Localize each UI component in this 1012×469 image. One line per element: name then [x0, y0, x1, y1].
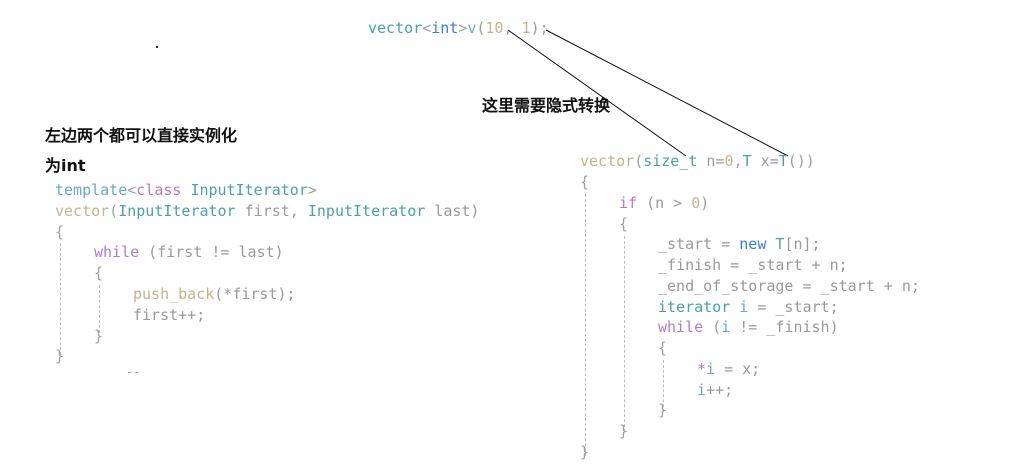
- code-line: }: [580, 443, 590, 461]
- arrow-line-to-size-t: [507, 29, 687, 157]
- code-token: 1: [521, 19, 531, 37]
- code-token: (: [634, 152, 644, 170]
- code-line: }: [619, 422, 629, 440]
- arrow-line-to-x: [545, 29, 789, 157]
- code-line: vector(InputIterator first, InputIterato…: [55, 201, 479, 222]
- code-line: iterator i = _start;: [658, 297, 839, 318]
- indent-guide: [60, 243, 61, 355]
- code-token: i: [706, 360, 716, 378]
- code-line: {: [55, 223, 65, 241]
- code-token: 10: [485, 19, 504, 37]
- code-line: _end_of_storage = _start + n;: [658, 277, 920, 295]
- code-token: InputIterator: [307, 202, 426, 220]
- code-token: ()): [787, 152, 815, 170]
- code-token: vector: [580, 152, 635, 170]
- code-token: while: [658, 318, 704, 336]
- code-line: _finish = _start + n;: [658, 256, 848, 274]
- code-token: (*first);: [214, 285, 296, 303]
- code-line: {: [580, 173, 590, 191]
- code-token: template: [55, 181, 128, 199]
- code-line: {: [94, 264, 104, 282]
- code-token: iterator: [658, 298, 731, 316]
- indent-guide: [663, 360, 664, 412]
- code-token: vector: [368, 19, 423, 37]
- code-token: T: [778, 152, 788, 170]
- code-token: (first != last): [139, 243, 284, 261]
- code-token: = x;: [715, 360, 761, 378]
- code-token: InputIterator: [181, 181, 308, 199]
- annotation-implicit-conversion: 这里需要隐式转换: [482, 96, 611, 115]
- code-token: size_t: [643, 152, 698, 170]
- code-line: vector(size_t n=0,T x=T()): [580, 151, 815, 172]
- code-token: [n];: [784, 235, 821, 253]
- code-line: while (i != _finish): [658, 317, 839, 338]
- annotation-left-line2: 为int: [45, 156, 86, 175]
- code-token: InputIterator: [118, 202, 236, 220]
- code-token: i: [730, 298, 749, 316]
- code-token: *: [697, 360, 707, 378]
- code-token: i: [721, 318, 731, 336]
- code-line: first++;: [133, 306, 206, 324]
- code-line: template<class InputIterator>: [55, 180, 317, 201]
- code-line: i++;: [697, 380, 733, 401]
- code-token: >: [307, 181, 317, 199]
- code-line: push_back(*first);: [133, 284, 296, 305]
- annotation-left-line1: 左边两个都可以直接实例化: [45, 126, 238, 145]
- code-line: if (n > 0): [619, 193, 709, 214]
- code-token: last): [425, 202, 480, 220]
- top-code-line: vector<int>v(10, 1);: [368, 18, 549, 39]
- code-token: push_back: [133, 285, 215, 303]
- code-token: ,: [503, 19, 522, 37]
- code-token: >: [458, 19, 468, 37]
- code-line: {: [619, 215, 629, 233]
- code-token: i: [697, 381, 707, 399]
- code-line: --: [126, 365, 141, 379]
- code-token: ): [700, 194, 710, 212]
- stray-dot: [156, 46, 158, 48]
- code-line: }: [658, 401, 668, 419]
- indent-guide: [585, 194, 586, 456]
- indent-guide: [99, 285, 100, 333]
- code-token: vector: [55, 202, 110, 220]
- code-token: != _finish): [730, 318, 839, 336]
- code-token: = _start;: [748, 298, 839, 316]
- code-token: (: [703, 318, 722, 336]
- code-token: class: [136, 181, 182, 199]
- code-token: while: [94, 243, 140, 261]
- code-token: 0: [724, 152, 734, 170]
- code-line: _start = new T[n];: [658, 234, 821, 255]
- code-token: first,: [235, 202, 308, 220]
- code-token: ++;: [706, 381, 734, 399]
- indent-guide: [624, 236, 625, 432]
- code-line: *i = x;: [697, 359, 760, 380]
- code-token: (: [476, 19, 486, 37]
- code-token: x=: [751, 152, 779, 170]
- code-line: {: [658, 339, 668, 357]
- code-token: int: [431, 19, 459, 37]
- code-token: if: [619, 194, 638, 212]
- code-line: }: [55, 347, 65, 365]
- code-token: v: [467, 19, 477, 37]
- code-token: T: [742, 152, 752, 170]
- code-token: (n >: [637, 194, 692, 212]
- code-token: T: [766, 235, 785, 253]
- code-token: n=: [697, 152, 725, 170]
- code-token: <: [127, 181, 137, 199]
- code-token: );: [530, 19, 549, 37]
- code-token: new: [739, 235, 767, 253]
- code-token: (: [109, 202, 119, 220]
- code-token: _start =: [658, 235, 740, 253]
- code-token: <: [422, 19, 432, 37]
- code-line: }: [94, 327, 104, 345]
- code-line: while (first != last): [94, 242, 284, 263]
- code-token: ,: [733, 152, 743, 170]
- code-token: 0: [691, 194, 701, 212]
